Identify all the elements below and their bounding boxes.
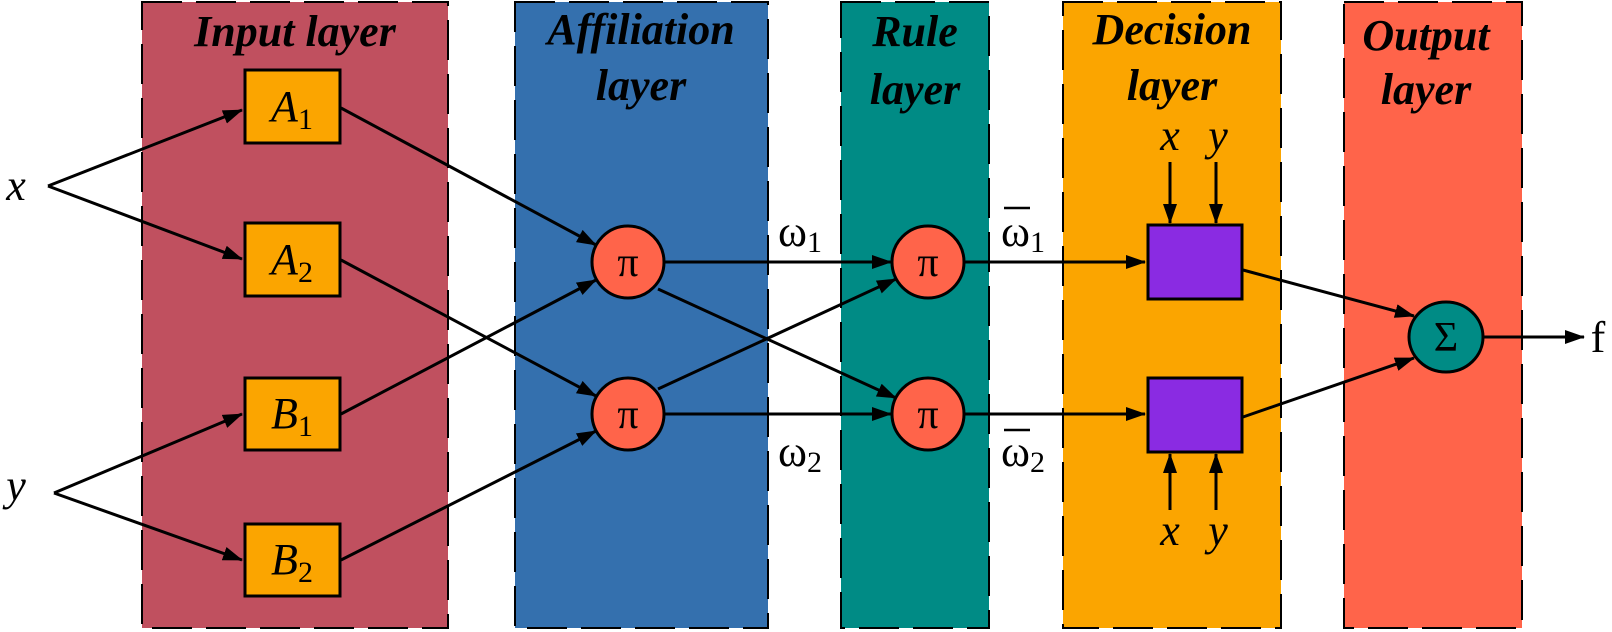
layer-panel-rule: Rule layer [840, 1, 990, 629]
output-layer-title-line1: Output [1362, 11, 1491, 60]
rule-layer-title-line1: Rule [871, 7, 958, 56]
decision-box [1146, 223, 1244, 301]
edge-x-A2 [47, 184, 243, 261]
A2-box [243, 221, 342, 298]
decision-node-1 [1146, 223, 1244, 301]
input-node-A1: A1 [243, 68, 342, 145]
input-node-B1: B1 [243, 376, 342, 452]
weight-w1-label: ω1 [778, 207, 822, 259]
edge-A1-P1 [340, 106, 597, 247]
output-layer-border [1343, 1, 1523, 629]
edge-D2-S [1242, 356, 1415, 419]
edges-input [47, 108, 243, 562]
input-layer-border [141, 1, 449, 629]
affiliation-node-1: π [590, 224, 666, 300]
product-circle [590, 224, 666, 300]
edge-D1-S [1242, 268, 1415, 318]
output-sum-node: Σ [1407, 300, 1485, 374]
affiliation-layer-background [515, 2, 768, 628]
decision2-y-label: y [1204, 506, 1228, 555]
input-node-A2: A2 [243, 221, 342, 298]
decision2-x-label: x [1159, 506, 1180, 555]
edges-decision [965, 162, 1223, 510]
product-circle [890, 224, 966, 300]
affiliation-layer-border [514, 1, 769, 629]
pi-icon: π [617, 392, 638, 438]
sigma-icon: Σ [1434, 315, 1458, 361]
sum-ellipse [1407, 300, 1485, 374]
edge-y-B2 [53, 491, 243, 562]
B2-box [243, 522, 342, 598]
input-layer-title: Input layer [193, 7, 397, 56]
weight-w2-label: ω2 [778, 427, 822, 479]
layer-panel-affiliation: Affiliation layer [514, 1, 769, 629]
decision-layer-background [1063, 2, 1281, 628]
rule-layer-background [841, 2, 989, 628]
decision1-y-label: y [1204, 111, 1228, 160]
decision-layer-title-line2: layer [1127, 61, 1218, 110]
decision-layer-border [1062, 1, 1282, 629]
B1-label: B1 [271, 389, 313, 443]
product-circle [590, 376, 666, 452]
input-y-label: y [2, 461, 26, 510]
rule-node-1: π [890, 224, 966, 300]
product-circle [890, 376, 966, 452]
weight-w2-bar-label: ω2 [1001, 427, 1045, 479]
output-f-label: f [1591, 313, 1606, 362]
edges-rule [657, 255, 897, 421]
decision-node-2 [1146, 376, 1244, 454]
affiliation-layer-title-line2: layer [596, 61, 687, 110]
edge-B1-P1 [340, 278, 597, 416]
weight-w1-bar-label: ω1 [1001, 207, 1045, 259]
pi-icon: π [917, 392, 938, 438]
output-layer-title-line2: layer [1381, 65, 1472, 114]
decision-box [1146, 376, 1244, 454]
edge-x-A1 [47, 108, 243, 188]
B2-label: B2 [271, 535, 313, 589]
input-x-label: x [5, 161, 26, 210]
edge-B2-P2 [340, 429, 597, 562]
edges-affiliation [340, 106, 597, 562]
rule-node-2: π [890, 376, 966, 452]
affiliation-node-2: π [590, 376, 666, 452]
input-node-B2: B2 [243, 522, 342, 598]
B1-box [243, 376, 342, 452]
pi-icon: π [917, 240, 938, 286]
decision-layer-title-line1: Decision [1092, 5, 1252, 54]
edges-output [1242, 268, 1585, 419]
edge-y-B1 [53, 412, 243, 495]
layer-panel-decision: Decision layer [1062, 1, 1282, 629]
A1-box [243, 68, 342, 145]
decision1-x-label: x [1159, 111, 1180, 160]
A1-label: A1 [268, 82, 313, 136]
affiliation-layer-title-line1: Affiliation [544, 5, 734, 54]
edge-A2-P2 [340, 258, 597, 398]
edge-P2-N1 [657, 277, 897, 391]
rule-layer-border [840, 1, 990, 629]
rule-layer-title-line2: layer [870, 65, 961, 114]
A2-label: A2 [268, 235, 313, 289]
edge-P1-N2 [657, 287, 897, 400]
pi-icon: π [617, 240, 638, 286]
